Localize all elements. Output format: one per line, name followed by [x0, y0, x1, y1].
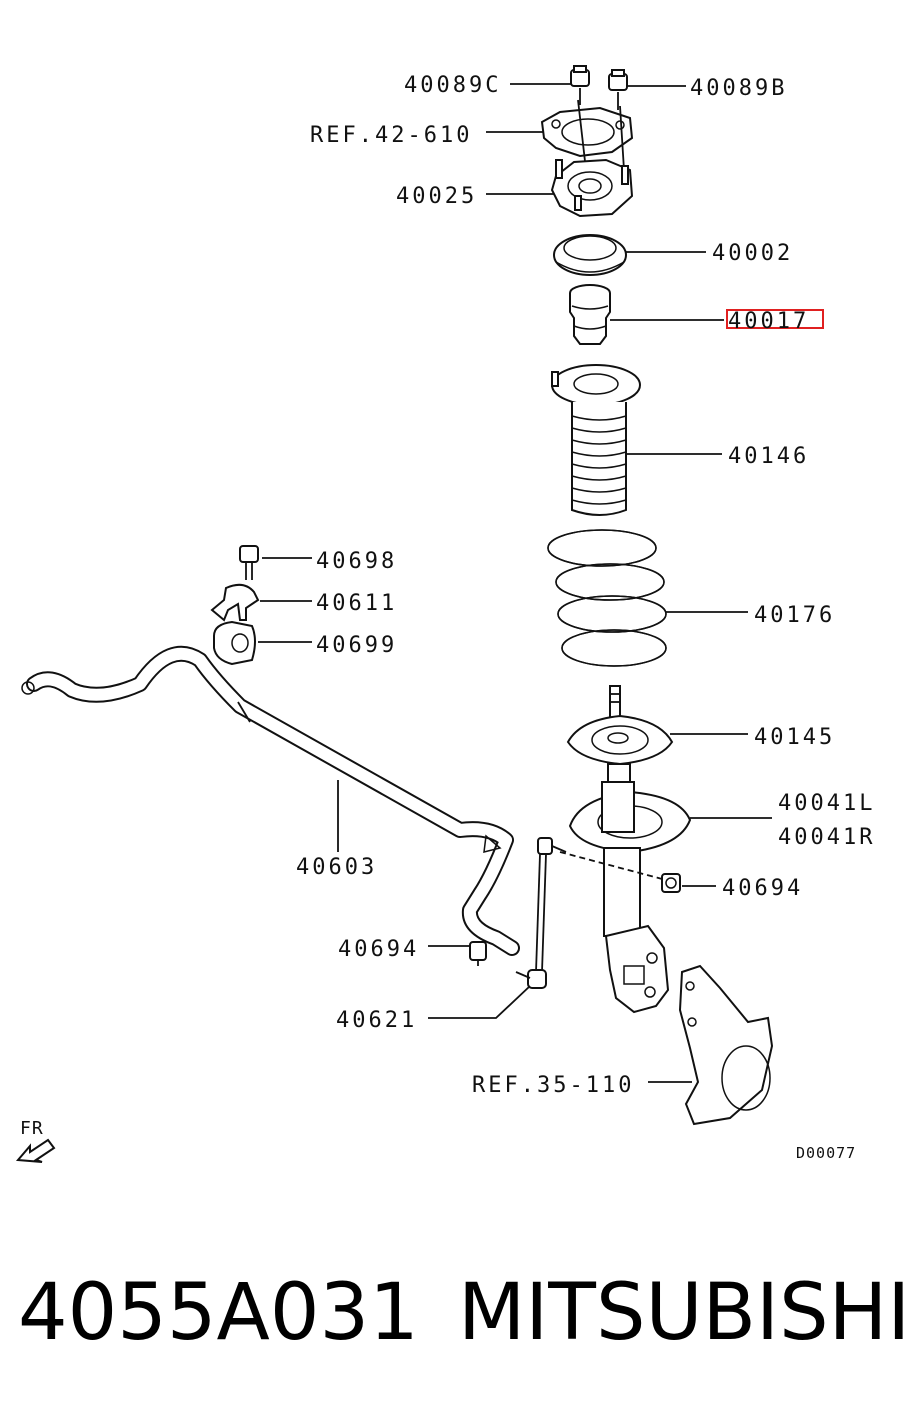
label-40089b: 40089B: [690, 76, 787, 101]
label-40698: 40698: [316, 549, 397, 574]
nut-40089b: [608, 69, 628, 110]
nut-40694-left: [469, 941, 487, 966]
label-40694-right: 40694: [722, 876, 803, 901]
bracket-40611: [210, 583, 260, 622]
dust-boot: [551, 364, 641, 516]
spring-seat-upper: [553, 234, 627, 276]
caption: 4055A031 MITSUBISHI: [18, 1268, 909, 1378]
parts-diagram: 40089C 40089B REF.42-610 40025 40002 400…: [15, 65, 875, 1163]
leader-lines: [258, 83, 772, 1083]
strut-assembly: [559, 763, 692, 1014]
coil-spring: [547, 529, 667, 667]
label-40017: 40017: [728, 309, 809, 334]
knuckle: [678, 964, 774, 1126]
label-ref-42-610: REF.42-610: [310, 123, 472, 148]
body-plate: [540, 106, 634, 158]
label-40146: 40146: [728, 444, 809, 469]
brand-name: MITSUBISHI: [458, 1268, 909, 1358]
label-40176: 40176: [754, 603, 835, 628]
highlight-box: [726, 309, 824, 329]
label-ref-35-110: REF.35-110: [472, 1073, 634, 1098]
label-40041r: 40041R: [778, 825, 875, 850]
label-40025: 40025: [396, 184, 477, 209]
label-40041l: 40041L: [778, 791, 875, 816]
label-40089c: 40089C: [404, 73, 501, 98]
stabilizer-link: [515, 837, 567, 989]
label-40145: 40145: [754, 725, 835, 750]
stabilizer-bar: [21, 645, 520, 956]
label-40699: 40699: [316, 633, 397, 658]
spring-seat-lower: [566, 685, 674, 766]
label-40002: 40002: [712, 241, 793, 266]
front-label: FR: [20, 1118, 44, 1139]
bump-stop: [569, 284, 611, 345]
label-40611: 40611: [316, 591, 397, 616]
part-number: 4055A031: [18, 1268, 419, 1358]
label-40621: 40621: [336, 1008, 417, 1033]
strut-mount: [550, 99, 634, 218]
bolt-40698: [239, 545, 259, 580]
drawing-id: D00077: [796, 1144, 856, 1162]
nut-40694-right: [661, 873, 681, 893]
nut-40089c: [570, 65, 590, 105]
label-40694-left: 40694: [338, 937, 419, 962]
bushing-40699: [213, 620, 256, 666]
front-arrow-icon: [15, 1138, 56, 1163]
label-40603: 40603: [296, 855, 377, 880]
